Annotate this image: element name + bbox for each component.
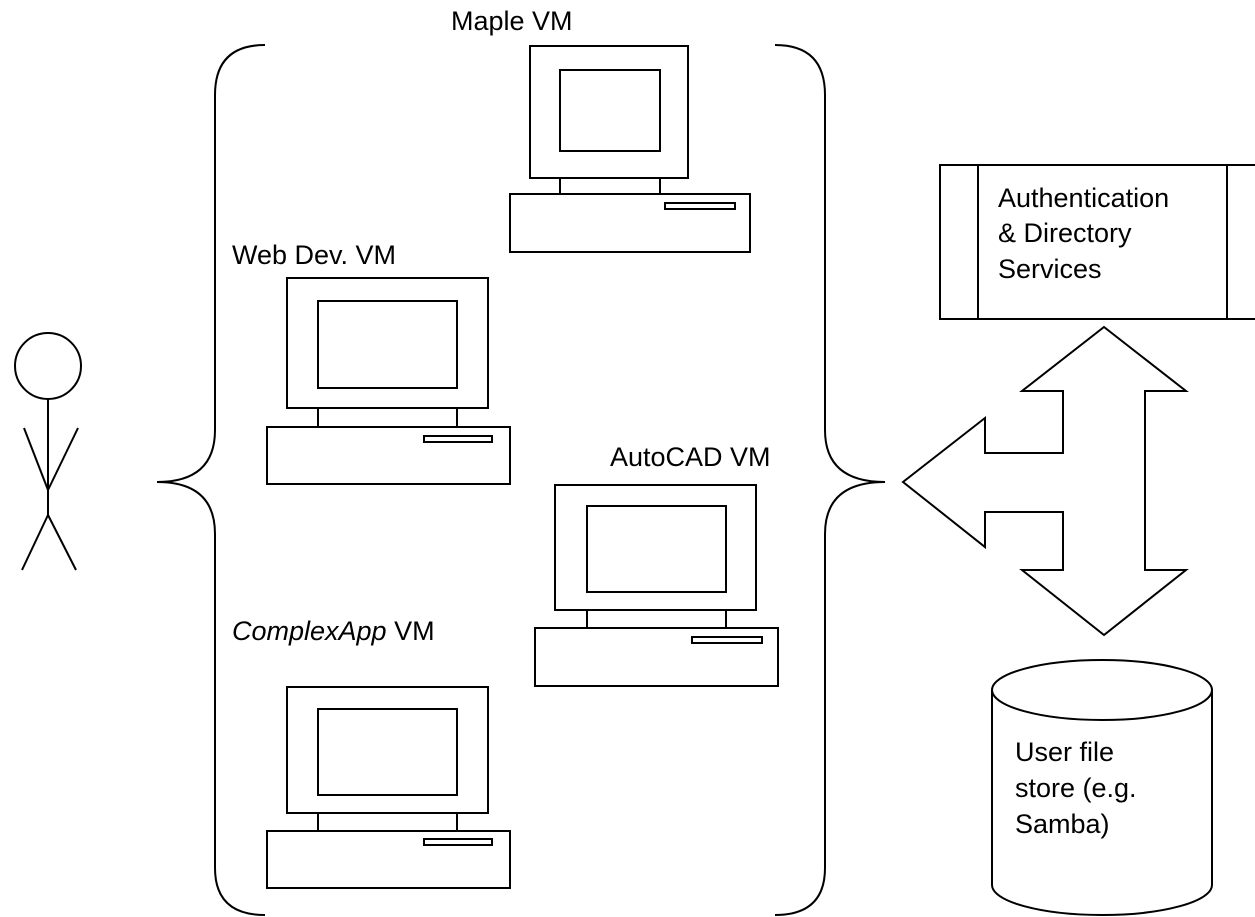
webdev-vm-label: Web Dev. VM [232,240,396,270]
auth-directory-services-box [939,164,1255,320]
left-brace [156,44,266,916]
auth-box-line-2: & Directory [998,218,1132,248]
auth-box-line-3: Services [998,254,1102,284]
maple-vm-label: Maple VM [451,6,573,36]
user-file-store-cylinder-icon [991,659,1213,916]
auth-box-line-1: Authentication [998,183,1169,213]
right-brace [774,44,886,916]
three-way-arrow-icon [901,325,1189,637]
file-store-line-1: User file [1015,737,1114,767]
complexapp-vm-computer-icon [266,686,511,889]
autocad-vm-computer-icon [534,484,779,687]
maple-vm-computer-icon [509,45,751,253]
file-store-line-2: store (e.g. [1015,773,1137,803]
complexapp-vm-label: ComplexApp VM [232,616,435,646]
webdev-vm-computer-icon [266,277,511,485]
autocad-vm-label: AutoCAD VM [610,442,771,472]
user-stick-figure-icon [14,332,82,571]
file-store-line-3: Samba) [1015,809,1110,839]
